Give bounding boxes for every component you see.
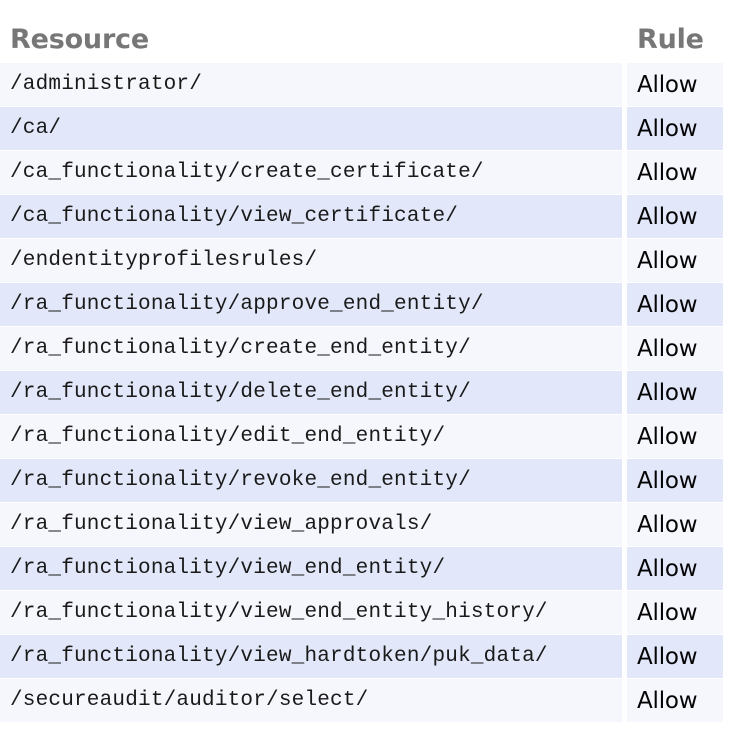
cell-tail [723,107,746,151]
cell-rule: Allow [627,63,723,107]
cell-rule: Allow [627,459,723,503]
cell-gutter [622,371,627,415]
cell-resource: /ra_functionality/view_approvals/ [0,503,622,547]
column-header-resource-label: Resource [10,24,149,55]
cell-gutter [622,591,627,635]
table-row: /ca_functionality/view_certificate/Allow [0,195,746,239]
table-row: /ra_functionality/delete_end_entity/Allo… [0,371,746,415]
cell-resource: /ra_functionality/view_end_entity/ [0,547,622,591]
cell-rule: Allow [627,503,723,547]
table-body: /administrator/Allow/ca/Allow/ca_functio… [0,63,746,723]
cell-rule: Allow [627,151,723,195]
cell-resource: /administrator/ [0,63,622,107]
cell-rule: Allow [627,239,723,283]
table-header: Resource Rule [0,0,746,63]
cell-resource: /secureaudit/auditor/select/ [0,679,622,723]
table-row: /ra_functionality/view_approvals/Allow [0,503,746,547]
cell-gutter [622,327,627,371]
cell-resource: /ra_functionality/view_hardtoken/puk_dat… [0,635,622,679]
table-row: /ra_functionality/edit_end_entity/Allow [0,415,746,459]
cell-gutter [622,151,627,195]
access-rules-table: Resource Rule /administrator/Allow/ca/Al… [0,0,746,723]
cell-tail [723,459,746,503]
cell-rule: Allow [627,547,723,591]
cell-rule: Allow [627,371,723,415]
cell-rule: Allow [627,679,723,723]
cell-tail [723,415,746,459]
column-header-rule-label: Rule [637,24,704,55]
table-row: /ra_functionality/view_end_entity_histor… [0,591,746,635]
cell-gutter [622,283,627,327]
table-row: /ra_functionality/approve_end_entity/All… [0,283,746,327]
column-gutter-header [622,0,627,63]
cell-resource: /ra_functionality/view_end_entity_histor… [0,591,622,635]
cell-resource: /ca_functionality/view_certificate/ [0,195,622,239]
cell-tail [723,591,746,635]
cell-tail [723,503,746,547]
cell-gutter [622,195,627,239]
cell-tail [723,239,746,283]
table-row: /ra_functionality/revoke_end_entity/Allo… [0,459,746,503]
cell-rule: Allow [627,283,723,327]
cell-tail [723,327,746,371]
cell-tail [723,547,746,591]
table-row: /administrator/Allow [0,63,746,107]
column-header-resource: Resource [0,0,622,63]
cell-tail [723,679,746,723]
cell-gutter [622,635,627,679]
cell-gutter [622,547,627,591]
cell-tail [723,371,746,415]
column-tail-header [723,0,746,63]
cell-gutter [622,63,627,107]
cell-tail [723,635,746,679]
cell-gutter [622,239,627,283]
cell-gutter [622,679,627,723]
cell-resource: /ra_functionality/delete_end_entity/ [0,371,622,415]
cell-rule: Allow [627,107,723,151]
table-row: /ca/Allow [0,107,746,151]
table-row: /ra_functionality/view_end_entity/Allow [0,547,746,591]
cell-resource: /ca_functionality/create_certificate/ [0,151,622,195]
cell-resource: /endentityprofilesrules/ [0,239,622,283]
cell-rule: Allow [627,415,723,459]
table-header-row: Resource Rule [0,0,746,63]
cell-resource: /ra_functionality/approve_end_entity/ [0,283,622,327]
table-row: /secureaudit/auditor/select/Allow [0,679,746,723]
cell-rule: Allow [627,591,723,635]
column-header-rule: Rule [627,0,723,63]
cell-gutter [622,503,627,547]
table-row: /ra_functionality/create_end_entity/Allo… [0,327,746,371]
table-row: /ra_functionality/view_hardtoken/puk_dat… [0,635,746,679]
cell-resource: /ra_functionality/edit_end_entity/ [0,415,622,459]
cell-rule: Allow [627,635,723,679]
cell-resource: /ca/ [0,107,622,151]
cell-rule: Allow [627,195,723,239]
cell-gutter [622,459,627,503]
cell-gutter [622,107,627,151]
cell-resource: /ra_functionality/revoke_end_entity/ [0,459,622,503]
cell-tail [723,63,746,107]
cell-resource: /ra_functionality/create_end_entity/ [0,327,622,371]
cell-tail [723,283,746,327]
cell-tail [723,195,746,239]
table-row: /endentityprofilesrules/Allow [0,239,746,283]
cell-gutter [622,415,627,459]
table-row: /ca_functionality/create_certificate/All… [0,151,746,195]
cell-rule: Allow [627,327,723,371]
cell-tail [723,151,746,195]
